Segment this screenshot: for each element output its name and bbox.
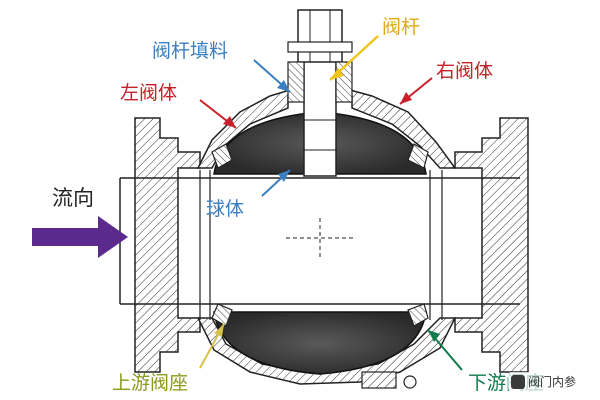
- left-body-label: 左阀体: [120, 82, 178, 104]
- flow-label: 流向: [52, 186, 94, 210]
- stem-label: 阀杆: [382, 16, 421, 38]
- downstream-seat: [407, 303, 429, 327]
- ball-label: 球体: [206, 198, 245, 220]
- left-flange: [134, 117, 201, 373]
- stem-packing: [287, 61, 305, 103]
- stem-leader: [329, 35, 379, 81]
- right-flange: [454, 117, 529, 373]
- upstream-seat-leader: [199, 323, 225, 369]
- wechat-logo-icon: [511, 374, 525, 389]
- flow-arrow-icon: [32, 216, 128, 258]
- watermark-text: 阀门内参: [528, 375, 577, 389]
- ball-lower: [213, 311, 427, 375]
- watermark: 阀门内参: [508, 372, 580, 391]
- upstream-seat-top: [211, 143, 233, 169]
- upstream-seat: [211, 303, 233, 327]
- downstream-seat-top: [407, 143, 429, 169]
- downstream-seat-leader: [427, 329, 463, 371]
- ball-leader: [261, 169, 291, 197]
- left-body-leader: [199, 99, 237, 129]
- packing-leader: [253, 59, 291, 93]
- right-body-label: 右阀体: [436, 60, 494, 82]
- stem-top: [297, 9, 343, 63]
- right-body-leader: [399, 77, 433, 105]
- upstream-seat-label: 上游阀座: [112, 372, 189, 394]
- stem-packing-label: 阀杆填料: [152, 40, 229, 62]
- drain-plug: [361, 371, 397, 389]
